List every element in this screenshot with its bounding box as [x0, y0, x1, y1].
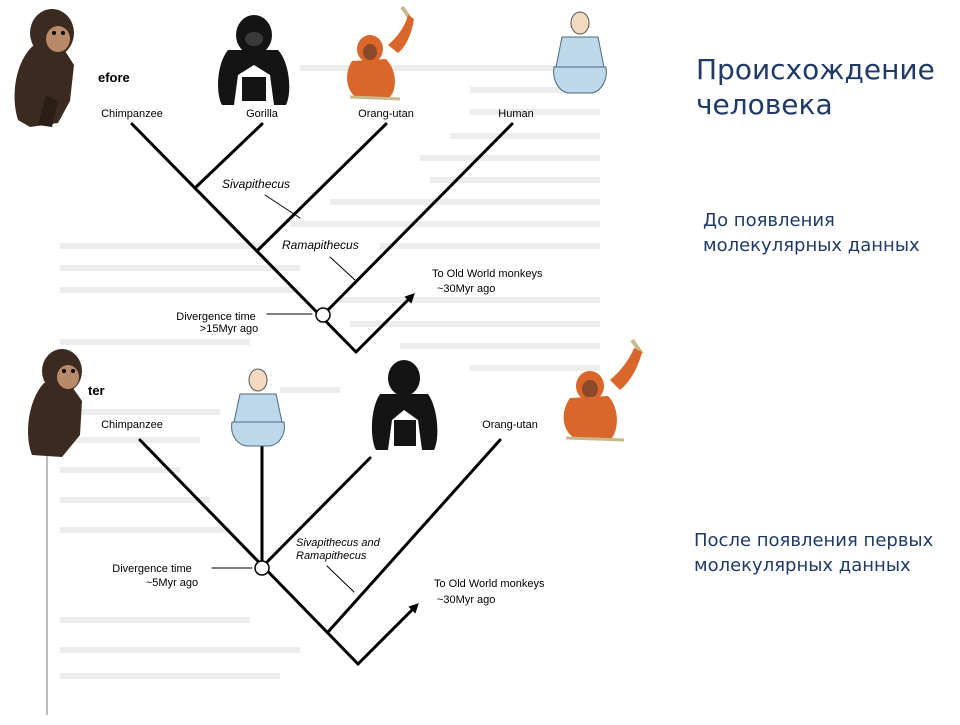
outgroup-label-before-1: To Old World monkeys [432, 268, 543, 280]
divergence-node-after [254, 560, 270, 576]
branch-chimpanzee-after [138, 438, 360, 666]
branch-human [321, 122, 514, 317]
tree-after: ter Chimpanzee Orang-utan Sivapithecus a… [88, 383, 545, 666]
orangutan-illustration-after [563, 338, 644, 442]
branch-orangutan-after [326, 438, 502, 634]
divergence-node-before [315, 307, 331, 323]
after-caption: После появления первых молекулярных данн… [694, 530, 934, 577]
leader-fossils-after [326, 565, 355, 593]
taxon-orangutan-before: Orang-utan [358, 108, 414, 120]
taxon-human-before: Human [498, 108, 533, 120]
branch-gorilla [193, 122, 264, 190]
divergence-label-after-1: Divergence time [112, 563, 191, 575]
fossil-ramapithecus-after: Ramapithecus [296, 550, 367, 562]
human-illustration-after [231, 368, 285, 447]
outgroup-label-before-2: ~30Myr ago [437, 283, 495, 295]
orangutan-illustration [347, 5, 414, 101]
divergence-label-before-1: Divergence time [176, 311, 255, 323]
taxon-chimpanzee-after: Chimpanzee [101, 419, 163, 431]
outgroup-label-after-2: ~30Myr ago [437, 594, 495, 606]
leader-sivapithecus [264, 194, 301, 219]
branch-orangutan [256, 122, 388, 252]
human-illustration [553, 11, 607, 94]
chimpanzee-illustration-after [28, 349, 82, 457]
tree-before: efore Chimpanzee Gorilla Orang-utan Huma… [98, 70, 543, 354]
fossil-ramapithecus: Ramapithecus [282, 238, 359, 252]
branch-outgroup-arrow [354, 293, 415, 354]
fossil-sivapithecus: Sivapithecus [222, 177, 290, 191]
taxon-gorilla-before: Gorilla [246, 108, 279, 120]
chimpanzee-illustration [14, 9, 74, 127]
leader-ramapithecus [329, 256, 356, 281]
tree-after-branches [138, 438, 502, 666]
divergence-label-after-2: ~5Myr ago [146, 577, 198, 589]
taxon-chimpanzee-before: Chimpanzee [101, 108, 163, 120]
before-caption: До появления молекулярных данных [703, 210, 920, 257]
fossil-sivapithecus-and: Sivapithecus and [296, 537, 381, 549]
branch-gorilla-after [264, 456, 372, 565]
gorilla-illustration [218, 15, 290, 105]
divergence-label-before-2: >15Myr ago [200, 323, 258, 335]
branch-outgroup-arrow-after [356, 603, 419, 666]
gorilla-illustration-after [371, 360, 438, 450]
taxon-orangutan-after: Orang-utan [482, 419, 538, 431]
before-header: efore [98, 70, 130, 85]
after-header: ter [88, 383, 105, 398]
outgroup-label-after-1: To Old World monkeys [434, 578, 545, 590]
slide-title: Происхождение человека [696, 53, 935, 121]
